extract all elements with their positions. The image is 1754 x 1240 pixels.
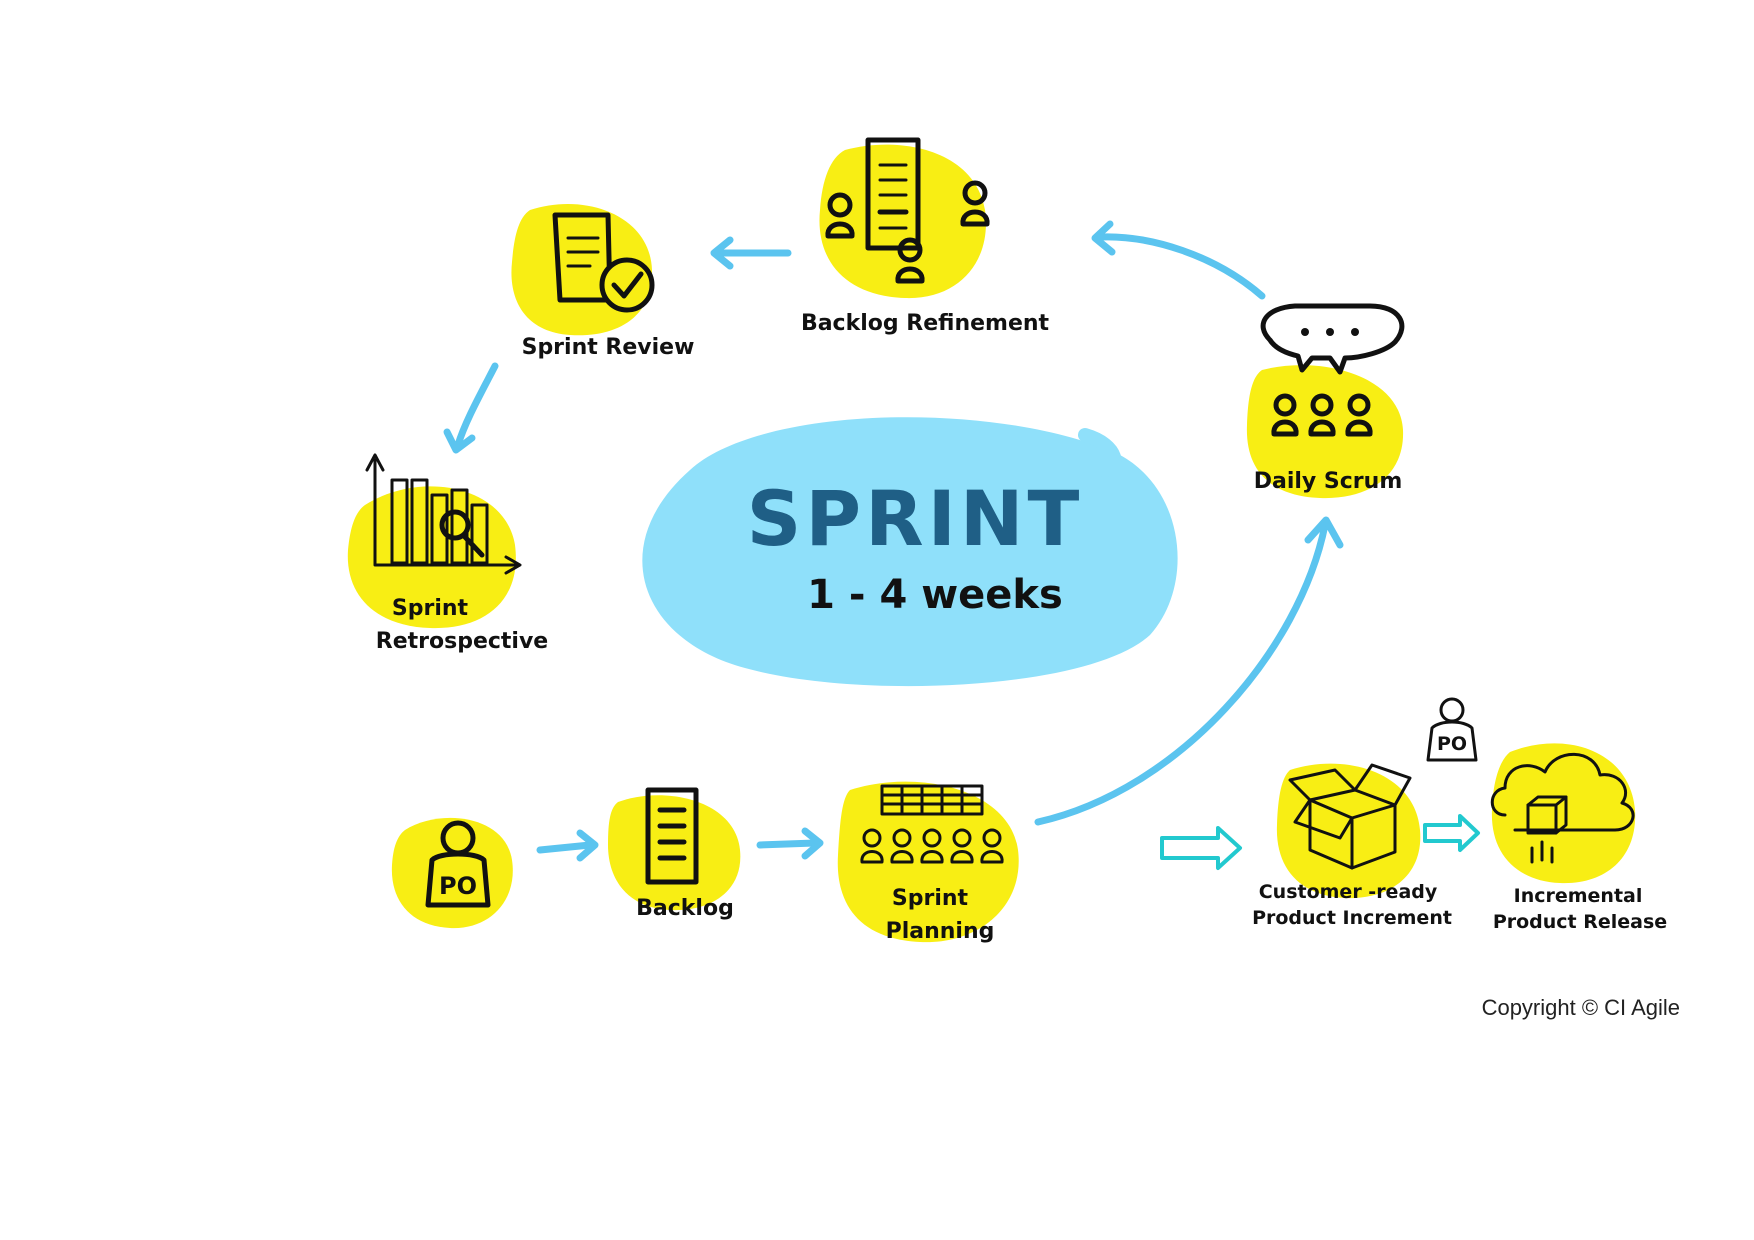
product-owner-icon: PO xyxy=(425,820,491,908)
backlog-label: Backlog xyxy=(636,896,734,921)
sprint-title: SPRINT xyxy=(747,474,1084,563)
node-daily-scrum: Daily Scrum xyxy=(1246,303,1405,499)
team-member-icon xyxy=(825,192,855,239)
team-member-icon xyxy=(960,180,990,227)
arrow-review-to-retrospective xyxy=(454,362,499,449)
sprint-planning-label-line2: Planning xyxy=(886,919,995,944)
copyright-notice: Copyright © CI Agile xyxy=(1482,995,1680,1020)
sprint-retrospective-label-line1: Sprint xyxy=(392,596,469,621)
arrow-daily-scrum-to-refinement xyxy=(1096,233,1266,300)
backlog-list-icon xyxy=(645,787,699,885)
team-member-icon xyxy=(860,828,884,864)
product-increment-label-line2: Product Increment xyxy=(1252,907,1452,929)
team-member-icon xyxy=(895,237,925,284)
arrow-planning-to-daily-scrum xyxy=(1034,521,1329,826)
incremental-release-label-line2: Product Release xyxy=(1493,911,1667,933)
node-incremental-release: Incremental Product Release xyxy=(1490,743,1667,933)
node-sprint-retrospective: Sprint Retrospective xyxy=(347,453,548,654)
product-owner-badge: PO xyxy=(439,872,477,900)
product-increment-label-line1: Customer -ready xyxy=(1259,881,1438,903)
node-sprint-review: Sprint Review xyxy=(511,203,695,360)
incremental-release-label-line1: Incremental xyxy=(1514,885,1643,907)
backlog-refinement-label: Backlog Refinement xyxy=(801,311,1050,336)
product-owner-icon: PO xyxy=(1426,697,1478,762)
node-backlog: Backlog xyxy=(608,787,741,921)
cloud-upload-icon xyxy=(1490,752,1635,864)
product-owner-release-badge: PO xyxy=(1437,733,1467,755)
node-product-owner-release: PO xyxy=(1426,697,1478,762)
sprint-review-label: Sprint Review xyxy=(522,335,695,360)
arrow-to-product-increment xyxy=(1160,826,1242,870)
magnifier-icon xyxy=(439,509,485,558)
team-member-icon xyxy=(1308,393,1336,437)
open-box-icon xyxy=(1288,763,1412,870)
sprint-planning-label-line1: Sprint xyxy=(892,886,969,911)
backlog-document-icon xyxy=(865,137,921,251)
sprint-retrospective-label-line2: Retrospective xyxy=(376,629,548,654)
bar-chart-icon xyxy=(365,453,522,575)
team-member-icon xyxy=(950,828,974,864)
speech-bubble-icon xyxy=(1260,303,1405,375)
team-member-icon xyxy=(920,828,944,864)
team-member-icon xyxy=(980,828,1004,864)
cycle-arrows xyxy=(443,220,1344,862)
team-member-icon xyxy=(1345,393,1373,437)
arrow-to-incremental-release xyxy=(1423,814,1480,852)
sprint-center: SPRINT 1 - 4 weeks xyxy=(642,417,1178,687)
planning-board-icon xyxy=(880,784,984,816)
node-sprint-planning: Sprint Planning xyxy=(837,781,1019,944)
node-backlog-refinement: Backlog Refinement xyxy=(801,137,1050,336)
sprint-duration: 1 - 4 weeks xyxy=(807,572,1063,618)
sprint-blob xyxy=(642,417,1178,687)
node-product-increment: Customer -ready Product Increment xyxy=(1252,763,1452,929)
team-member-icon xyxy=(890,828,914,864)
arrow-backlog-to-planning xyxy=(756,839,819,849)
checkmark-icon xyxy=(599,257,655,313)
release-arrows xyxy=(1160,814,1480,870)
daily-scrum-label: Daily Scrum xyxy=(1254,469,1403,494)
node-product-owner: PO xyxy=(391,817,513,929)
arrow-po-to-backlog xyxy=(536,841,594,854)
team-member-icon xyxy=(1271,393,1299,437)
